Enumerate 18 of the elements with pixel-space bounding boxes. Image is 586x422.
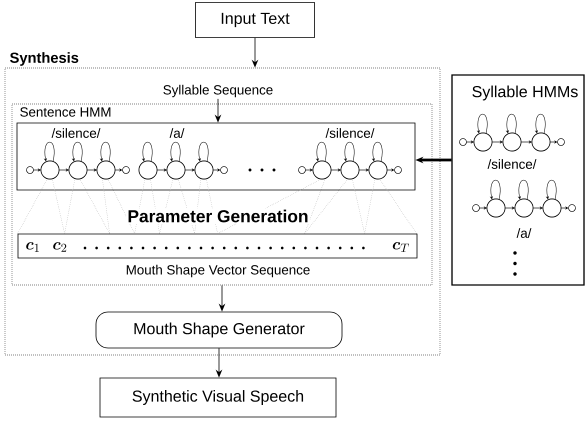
alignment-lines (17, 180, 417, 234)
node-label: /silence/ (488, 159, 536, 169)
vector-symbol: $\boldsymbol{c}_T$ (392, 242, 409, 252)
node-label: Syllable HMMs (472, 86, 578, 100)
section-label: Parameter Generation (126, 208, 310, 224)
node-label: Synthetic Visual Speech (132, 390, 304, 405)
vector-symbol: $\boldsymbol{c}_2$ (53, 242, 66, 252)
node-label: Mouth Shape Vector Sequence (126, 264, 310, 278)
vector-symbol: $\boldsymbol{c}_1$ (26, 242, 39, 252)
text-label: Syllable Sequence (163, 84, 273, 98)
section-heading: Synthesis (10, 52, 78, 66)
node-label: Sentence HMM (20, 107, 110, 117)
node-label: /silence/ (52, 128, 100, 138)
node-label: Input Text (222, 12, 290, 28)
node-label: /silence/ (326, 128, 374, 138)
node-label: /a/ (516, 228, 532, 238)
node-label: Mouth Shape Generator (134, 322, 305, 338)
node-label: /a/ (170, 128, 184, 138)
